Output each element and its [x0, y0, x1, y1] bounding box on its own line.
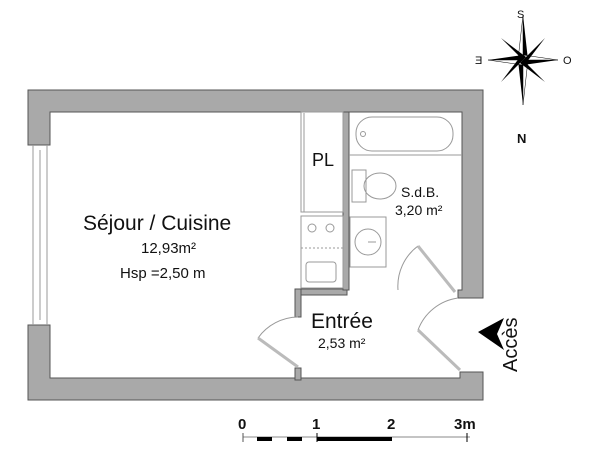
- bathtub: [349, 116, 462, 156]
- access-label: Accès: [500, 317, 522, 372]
- room-pl-name: PL: [312, 150, 335, 170]
- room-sejour-height: Hsp =2,50 m: [120, 265, 206, 282]
- compass-west: O: [563, 55, 572, 67]
- compass-east: E: [475, 55, 483, 67]
- kitchen-unit: [300, 215, 344, 289]
- room-sejour-area: 12,93m²: [141, 240, 197, 257]
- room-sdb-name: S.d.B.: [401, 184, 440, 200]
- room-sejour-name: Séjour / Cuisine: [83, 212, 232, 235]
- scale-bar: [242, 433, 470, 442]
- doors: [257, 245, 462, 372]
- room-entree-name: Entrée: [311, 310, 373, 333]
- compass-south: S: [517, 9, 525, 21]
- compass-icon: [487, 14, 559, 106]
- compass-north: N: [517, 131, 527, 146]
- washbasin: [349, 216, 387, 268]
- walls: [27, 89, 484, 401]
- scale-tick-0: 0: [238, 416, 247, 433]
- scale-tick-2: 2: [387, 416, 396, 433]
- scale-tick-3: 3m: [454, 416, 476, 433]
- access-arrow-icon: [478, 318, 504, 350]
- scale-tick-1: 1: [312, 416, 321, 433]
- room-entree-area: 2,53 m²: [318, 335, 366, 351]
- closet: [300, 111, 344, 213]
- room-sdb-area: 3,20 m²: [395, 202, 443, 218]
- toilet: [351, 169, 397, 203]
- window: [32, 145, 48, 325]
